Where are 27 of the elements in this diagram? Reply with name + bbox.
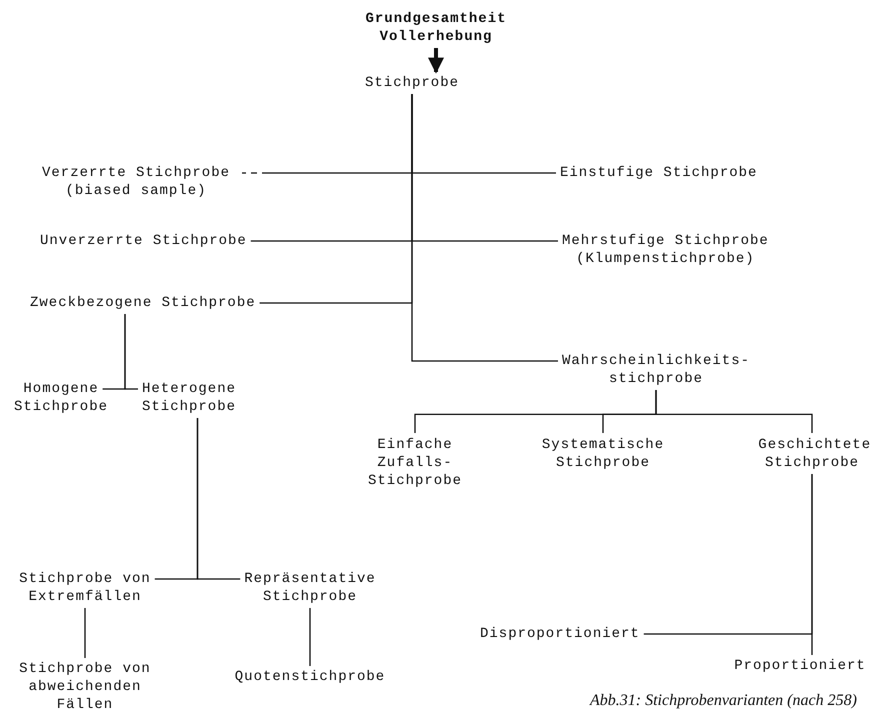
category-label: Quotenstichprobe [234,668,386,686]
category-label: Wahrscheinlichkeits- stichprobe [560,352,752,388]
category-label: Heterogene Stichprobe [140,380,238,416]
category-label: Stichprobe [364,74,459,92]
category-label: Grundgesamtheit Vollerhebung [364,10,508,46]
category-label: Homogene Stichprobe [12,380,110,416]
connector-line [811,474,813,655]
connector-line [84,608,86,658]
connector-line [655,390,813,433]
category-label: Unverzerrte Stichprobe [40,232,247,250]
category-label: Einstufige Stichprobe [560,164,758,182]
category-label: Repräsentative Stichprobe [242,570,378,606]
category-label: Verzerrte Stichprobe (biased sample) [40,164,232,200]
category-label: Systematische Stichprobe [540,436,666,472]
category-label: Einfache Zufalls- Stichprobe [366,436,464,490]
arrow [428,48,444,74]
category-label: Zweckbezogene Stichprobe [30,294,256,312]
category-label: Mehrstufige Stichprobe (Klumpenstichprobe) [560,232,771,268]
category-label: Stichprobe von Extremfällen [8,570,162,606]
category-label: Disproportioniert [480,625,640,643]
connector-line [411,94,558,362]
connector-line [124,314,138,390]
connector-line [196,418,240,580]
figure-caption: Abb.31: Stichprobenvarianten (nach 258) [590,692,857,710]
connector-line [309,608,311,666]
category-label: Proportioniert [734,657,866,675]
category-label: Stichprobe von abweichenden Fällen [8,660,162,714]
